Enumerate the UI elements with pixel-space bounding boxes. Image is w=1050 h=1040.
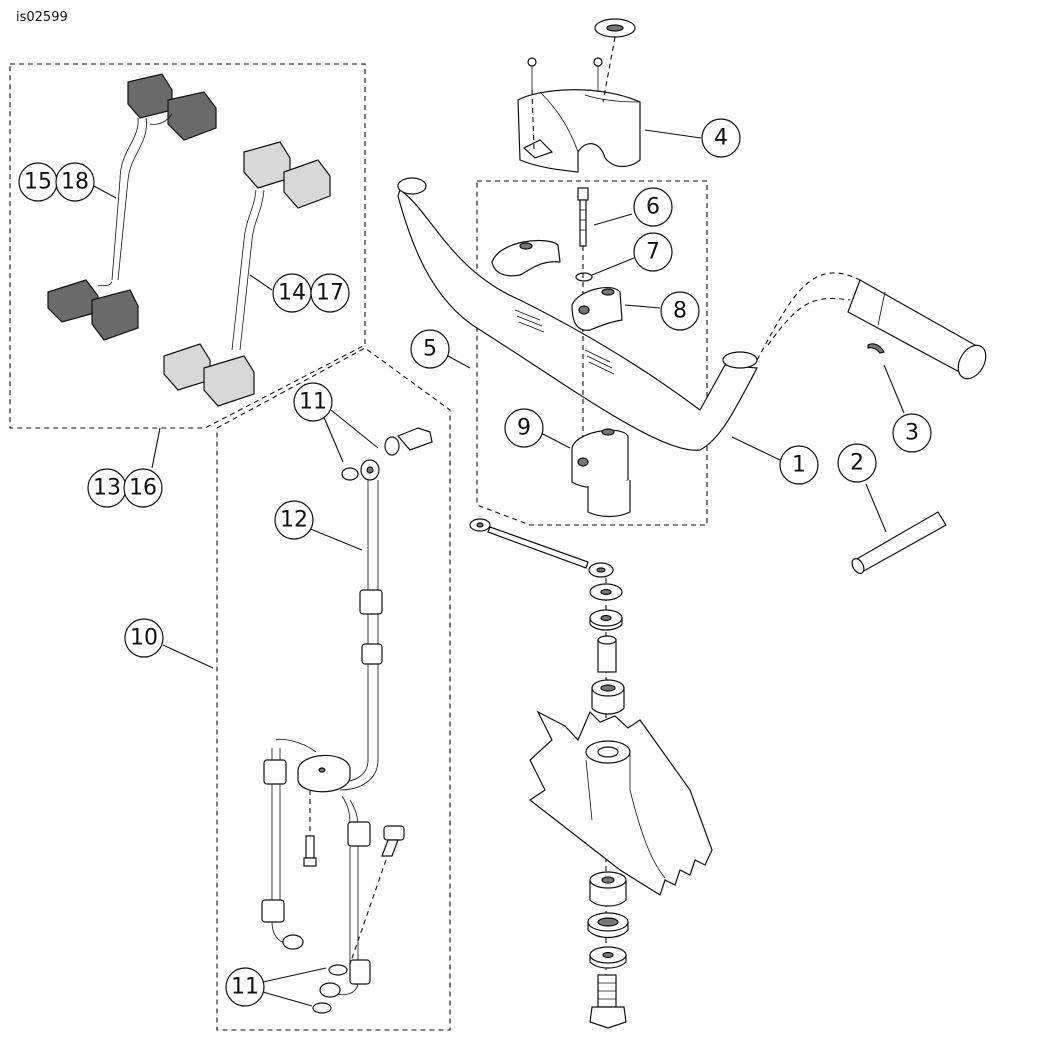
callout-8: 8	[660, 291, 700, 331]
callout-15: 15	[18, 162, 58, 202]
knurl-left	[514, 309, 545, 333]
clamp-bolt	[577, 187, 589, 247]
callout-11-bottom-label: 11	[231, 975, 259, 1000]
riser-block	[571, 428, 631, 518]
callout-15-label: 15	[24, 170, 52, 195]
handlebar	[397, 177, 987, 451]
image-id-label: is02599	[16, 10, 68, 25]
callout-2-label: 2	[850, 451, 864, 476]
callout-7-label: 7	[646, 240, 660, 265]
group-box-brake-line	[216, 347, 451, 1031]
rubber-washer-top-b	[589, 609, 623, 631]
callout-13: 13	[87, 468, 127, 508]
callout-1-label: 1	[792, 453, 806, 478]
wiring-harness-dark	[47, 73, 217, 341]
callout-12: 12	[274, 500, 314, 540]
callout-3: 3	[892, 413, 932, 453]
callout-8-label: 8	[673, 299, 687, 324]
cup-washer-bottom	[587, 912, 629, 939]
callout-13-label: 13	[93, 476, 121, 501]
callout-4: 4	[701, 118, 741, 158]
wiring-harness-light	[163, 141, 331, 407]
callout-9-label: 9	[517, 416, 531, 441]
retaining-ring	[867, 343, 885, 354]
knurl-right	[584, 349, 615, 375]
callout-4-label: 4	[714, 126, 728, 151]
upper-clamp-right	[571, 287, 623, 331]
group-box-riser-clamp	[476, 180, 708, 526]
callout-5: 5	[410, 329, 450, 369]
callout-18-label: 18	[61, 170, 89, 195]
callout-10-label: 10	[130, 626, 158, 651]
clamp-washer	[575, 272, 593, 282]
callout-16: 16	[123, 468, 163, 508]
switch-housing-cover	[517, 18, 641, 173]
callout-9: 9	[504, 408, 544, 448]
callout-7: 7	[633, 232, 673, 272]
flat-washer-bottom	[589, 946, 627, 969]
group-box-wiring-harness	[9, 63, 366, 429]
callout-2: 2	[837, 443, 877, 483]
callout-5-label: 5	[423, 337, 437, 362]
callout-11-bottom: 11	[225, 967, 265, 1007]
callout-11-top: 11	[293, 382, 333, 422]
ground-strap	[469, 518, 614, 578]
banjo-bolt-top	[341, 427, 433, 481]
brake-line-assembly	[261, 459, 383, 998]
callout-6: 6	[633, 187, 673, 227]
banjo-bolt-bottom	[312, 825, 405, 1014]
callout-17: 17	[310, 273, 350, 313]
callout-3-label: 3	[905, 421, 919, 446]
callout-17-label: 17	[316, 281, 344, 306]
leader-lines	[91, 129, 905, 1007]
rubber-washer-top-a	[589, 583, 623, 601]
callout-12-label: 12	[280, 508, 308, 533]
rubber-bushing-bottom	[589, 871, 627, 907]
handlebar-pin	[851, 511, 947, 574]
callout-10: 10	[124, 618, 164, 658]
callout-1: 1	[779, 445, 819, 485]
spacer-sleeve	[597, 635, 617, 673]
callout-11-top-label: 11	[299, 390, 327, 415]
mounting-bolt	[589, 974, 627, 1029]
callout-14: 14	[272, 273, 312, 313]
callout-14-label: 14	[278, 281, 306, 306]
rubber-bushing-top	[591, 679, 625, 715]
callout-6-label: 6	[646, 195, 660, 220]
callout-18: 18	[55, 162, 95, 202]
upper-clamp-left	[491, 239, 561, 277]
callout-16-label: 16	[129, 476, 157, 501]
triple-clamp-section	[528, 710, 713, 896]
